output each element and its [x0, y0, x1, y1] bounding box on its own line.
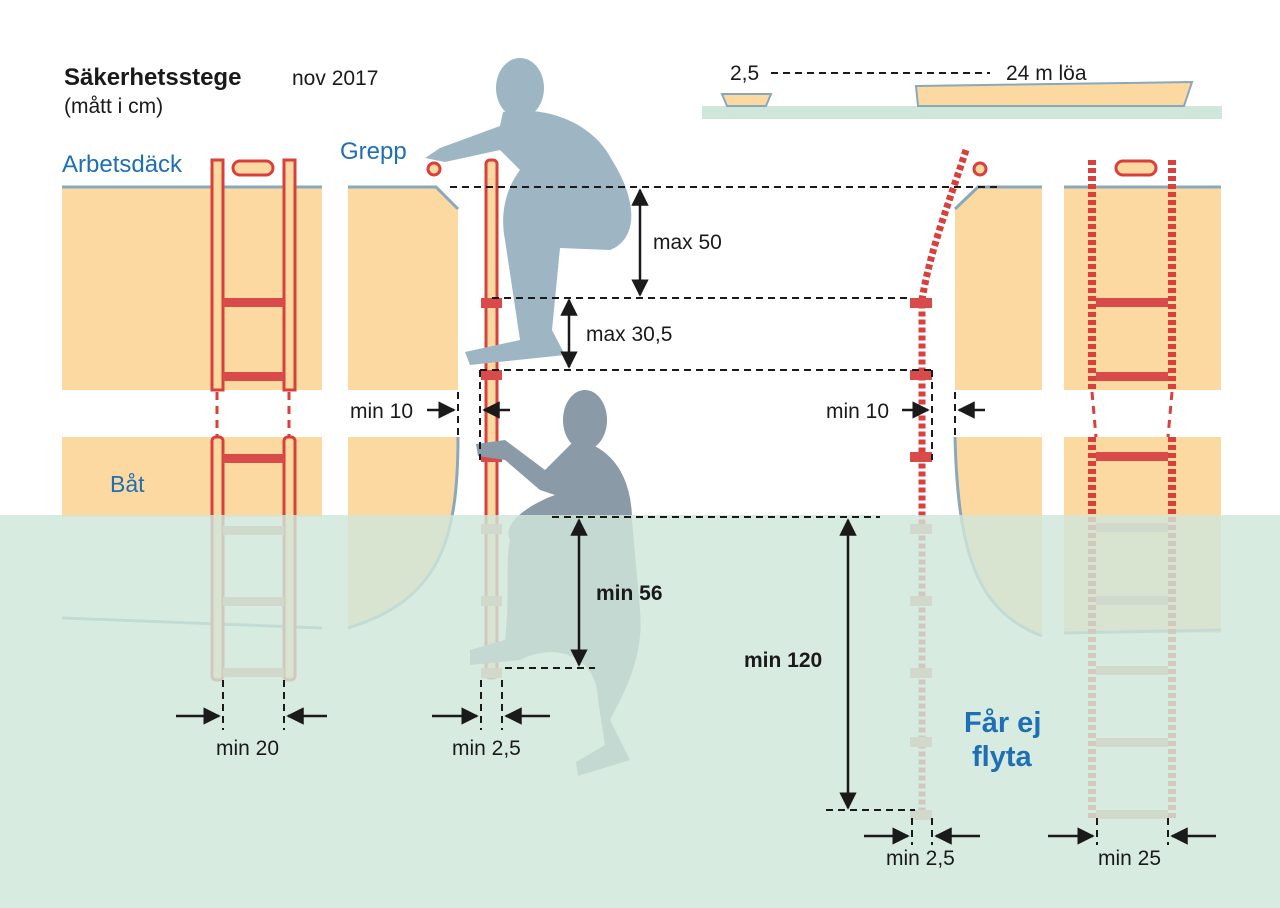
diagram-date: nov 2017: [292, 67, 378, 90]
dimension-arrows: [176, 188, 1216, 845]
boat-scale-icon: [702, 72, 1222, 119]
dim-min-2-5-right: min 2,5: [886, 847, 955, 870]
units-note: (mått i cm): [64, 95, 163, 118]
grip-handles: [231, 159, 1158, 177]
diagram-title: Säkerhetsstege: [64, 64, 241, 91]
dim-min-120: min 120: [744, 649, 822, 672]
water: [0, 515, 1280, 908]
dim-min-2-5-left: min 2,5: [452, 737, 521, 760]
work-deck-label: Arbetsdäck: [62, 151, 183, 178]
climbing-person-upper: [425, 58, 632, 365]
grip-label: Grepp: [340, 138, 407, 165]
dim-max-50: max 50: [653, 231, 722, 254]
reference-lines: [222, 186, 1169, 845]
no-float-label-line2: flyta: [972, 741, 1033, 773]
dim-max-30-5: max 30,5: [586, 323, 672, 346]
boat-label: Båt: [110, 471, 145, 497]
dim-min-25: min 25: [1098, 847, 1161, 870]
dim-min-56: min 56: [596, 582, 663, 605]
no-float-label-line1: Får ej: [964, 707, 1041, 739]
dim-min-10-right: min 10: [826, 400, 889, 423]
scale-left-label: 2,5: [730, 62, 759, 85]
scale-right-label: 24 m löa: [1006, 62, 1087, 85]
dim-min-20: min 20: [216, 737, 279, 760]
dim-min-10-left: min 10: [350, 400, 413, 423]
